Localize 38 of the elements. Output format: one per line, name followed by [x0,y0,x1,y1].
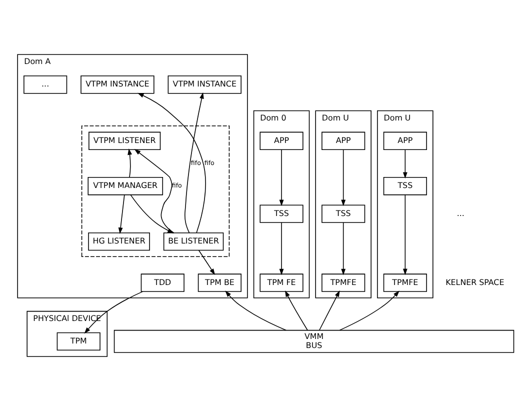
node-box: VTPM INSTANCE [80,75,154,94]
node-box: VMM BUS [114,329,514,352]
cluster [81,124,230,257]
arrow [341,222,346,275]
arrow [339,290,400,330]
arrow [279,222,284,275]
node-box: VTPM MANAGER [88,176,164,195]
arrow [184,92,204,233]
node-box: VTPM LISTENER [88,131,161,150]
node-box: TSS [322,204,366,222]
arrow [284,290,308,330]
node-box: TSS [260,204,304,222]
arrow [198,249,216,274]
node-box: APP [260,131,304,150]
node-box: APP [383,131,427,150]
label: ... [456,208,464,218]
arrow [225,290,286,330]
arrow [84,290,144,334]
node-box: ... [24,75,68,94]
node-box: TSS [383,176,427,195]
node-box: TPMFE [322,273,366,292]
node-box: TPM FE [260,273,304,292]
node-box: BE LISTENER [163,232,224,250]
arrow [402,148,408,178]
node-box: TPM [56,332,100,350]
node-box: TPMFE [383,273,427,292]
node-box: TPM BE [198,273,242,292]
arrow [118,194,125,234]
node-box: TDD [140,273,184,292]
label: KELNER SPACE [446,277,504,286]
node-box: VTPM INSTANCE [168,75,242,94]
arrow [318,290,340,330]
arrow [128,148,132,178]
arrow [341,148,346,206]
node-box: APP [322,131,366,150]
arrow [402,194,408,275]
arrow [279,148,284,206]
node-box: HG LISTENER [88,232,150,250]
